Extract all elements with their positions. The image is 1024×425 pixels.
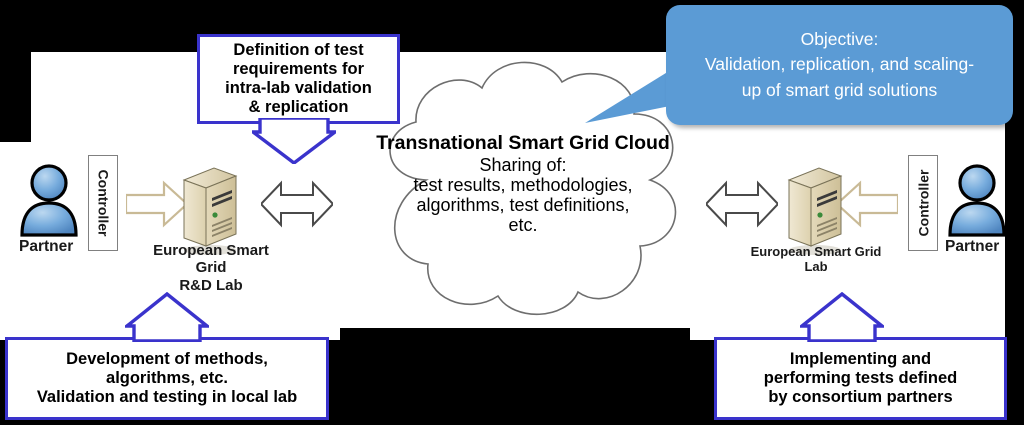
right-partner-label: Partner bbox=[945, 238, 1000, 255]
left-lab-label: European Smart Grid R&D Lab bbox=[143, 242, 279, 294]
cal-bl-line-3: Validation and testing in local lab bbox=[36, 387, 298, 406]
left-controller-label: Controller bbox=[95, 169, 112, 237]
objective-line-1: Objective: bbox=[800, 28, 879, 49]
cal-top-line-3: intra-lab validation bbox=[225, 79, 372, 97]
person-icon bbox=[20, 164, 78, 237]
cloud-item-2: algorithms, test definitions, bbox=[416, 195, 630, 216]
cal-top-line-4: & replication bbox=[248, 97, 349, 116]
callout-development-methods: Development of methods, algorithms, etc.… bbox=[5, 337, 329, 420]
double-headed-arrow-icon-left bbox=[261, 180, 333, 228]
server-icon-right bbox=[787, 167, 843, 255]
right-lab-label-line-1: European Smart Grid bbox=[750, 244, 882, 259]
cloud-text-block: Transnational Smart Grid Cloud Sharing o… bbox=[368, 132, 678, 236]
slide-panel-bottom-center bbox=[340, 310, 690, 328]
cal-br-line-2: performing tests defined bbox=[763, 369, 958, 388]
cal-top-line-2: requirements for bbox=[232, 60, 365, 79]
cal-bl-line-2: algorithms, etc. bbox=[106, 369, 228, 388]
server-icon-left bbox=[182, 167, 238, 255]
left-lab-label-line-1: European Smart Grid bbox=[153, 242, 269, 277]
cloud-item-1: test results, methodologies, bbox=[413, 174, 633, 195]
cal-br-line-1: Implementing and bbox=[789, 350, 932, 369]
top-callout-arrow-tail bbox=[252, 118, 336, 164]
block-arrow-icon-right bbox=[836, 180, 898, 228]
right-lab-label: European Smart Grid Lab bbox=[733, 244, 899, 274]
right-controller-box: Controller bbox=[908, 155, 938, 251]
bottom-left-callout-arrow-tail bbox=[125, 292, 209, 342]
cal-bl-line-1: Development of methods, bbox=[66, 350, 268, 369]
bottom-right-callout-arrow-tail bbox=[800, 292, 884, 342]
person-icon-right bbox=[948, 164, 1006, 237]
callout-implementing-tests: Implementing and performing tests define… bbox=[714, 337, 1007, 420]
cal-br-line-3: by consortium partners bbox=[768, 387, 953, 406]
cal-top-line-1: Definition of test bbox=[233, 41, 364, 60]
double-headed-arrow-icon-right bbox=[706, 180, 778, 228]
block-arrow-icon-left bbox=[126, 180, 188, 228]
left-controller-box: Controller bbox=[88, 155, 118, 251]
right-lab-label-line-2: Lab bbox=[804, 259, 828, 275]
cloud-shape-icon bbox=[330, 52, 710, 327]
cloud-sharing-label: Sharing of: bbox=[479, 154, 567, 175]
cloud-heading: Transnational Smart Grid Cloud bbox=[376, 132, 670, 154]
left-lab-label-line-2: R&D Lab bbox=[179, 276, 243, 294]
objective-line-2: Validation, replication, and scaling- bbox=[704, 54, 975, 75]
left-partner-label: Partner bbox=[19, 238, 74, 255]
objective-callout: Objective: Validation, replication, and … bbox=[666, 5, 1013, 125]
cloud-item-3: etc. bbox=[508, 215, 538, 236]
callout-test-requirements: Definition of test requirements for intr… bbox=[197, 34, 400, 124]
right-controller-label: Controller bbox=[915, 169, 932, 237]
objective-line-3: up of smart grid solutions bbox=[741, 79, 938, 100]
